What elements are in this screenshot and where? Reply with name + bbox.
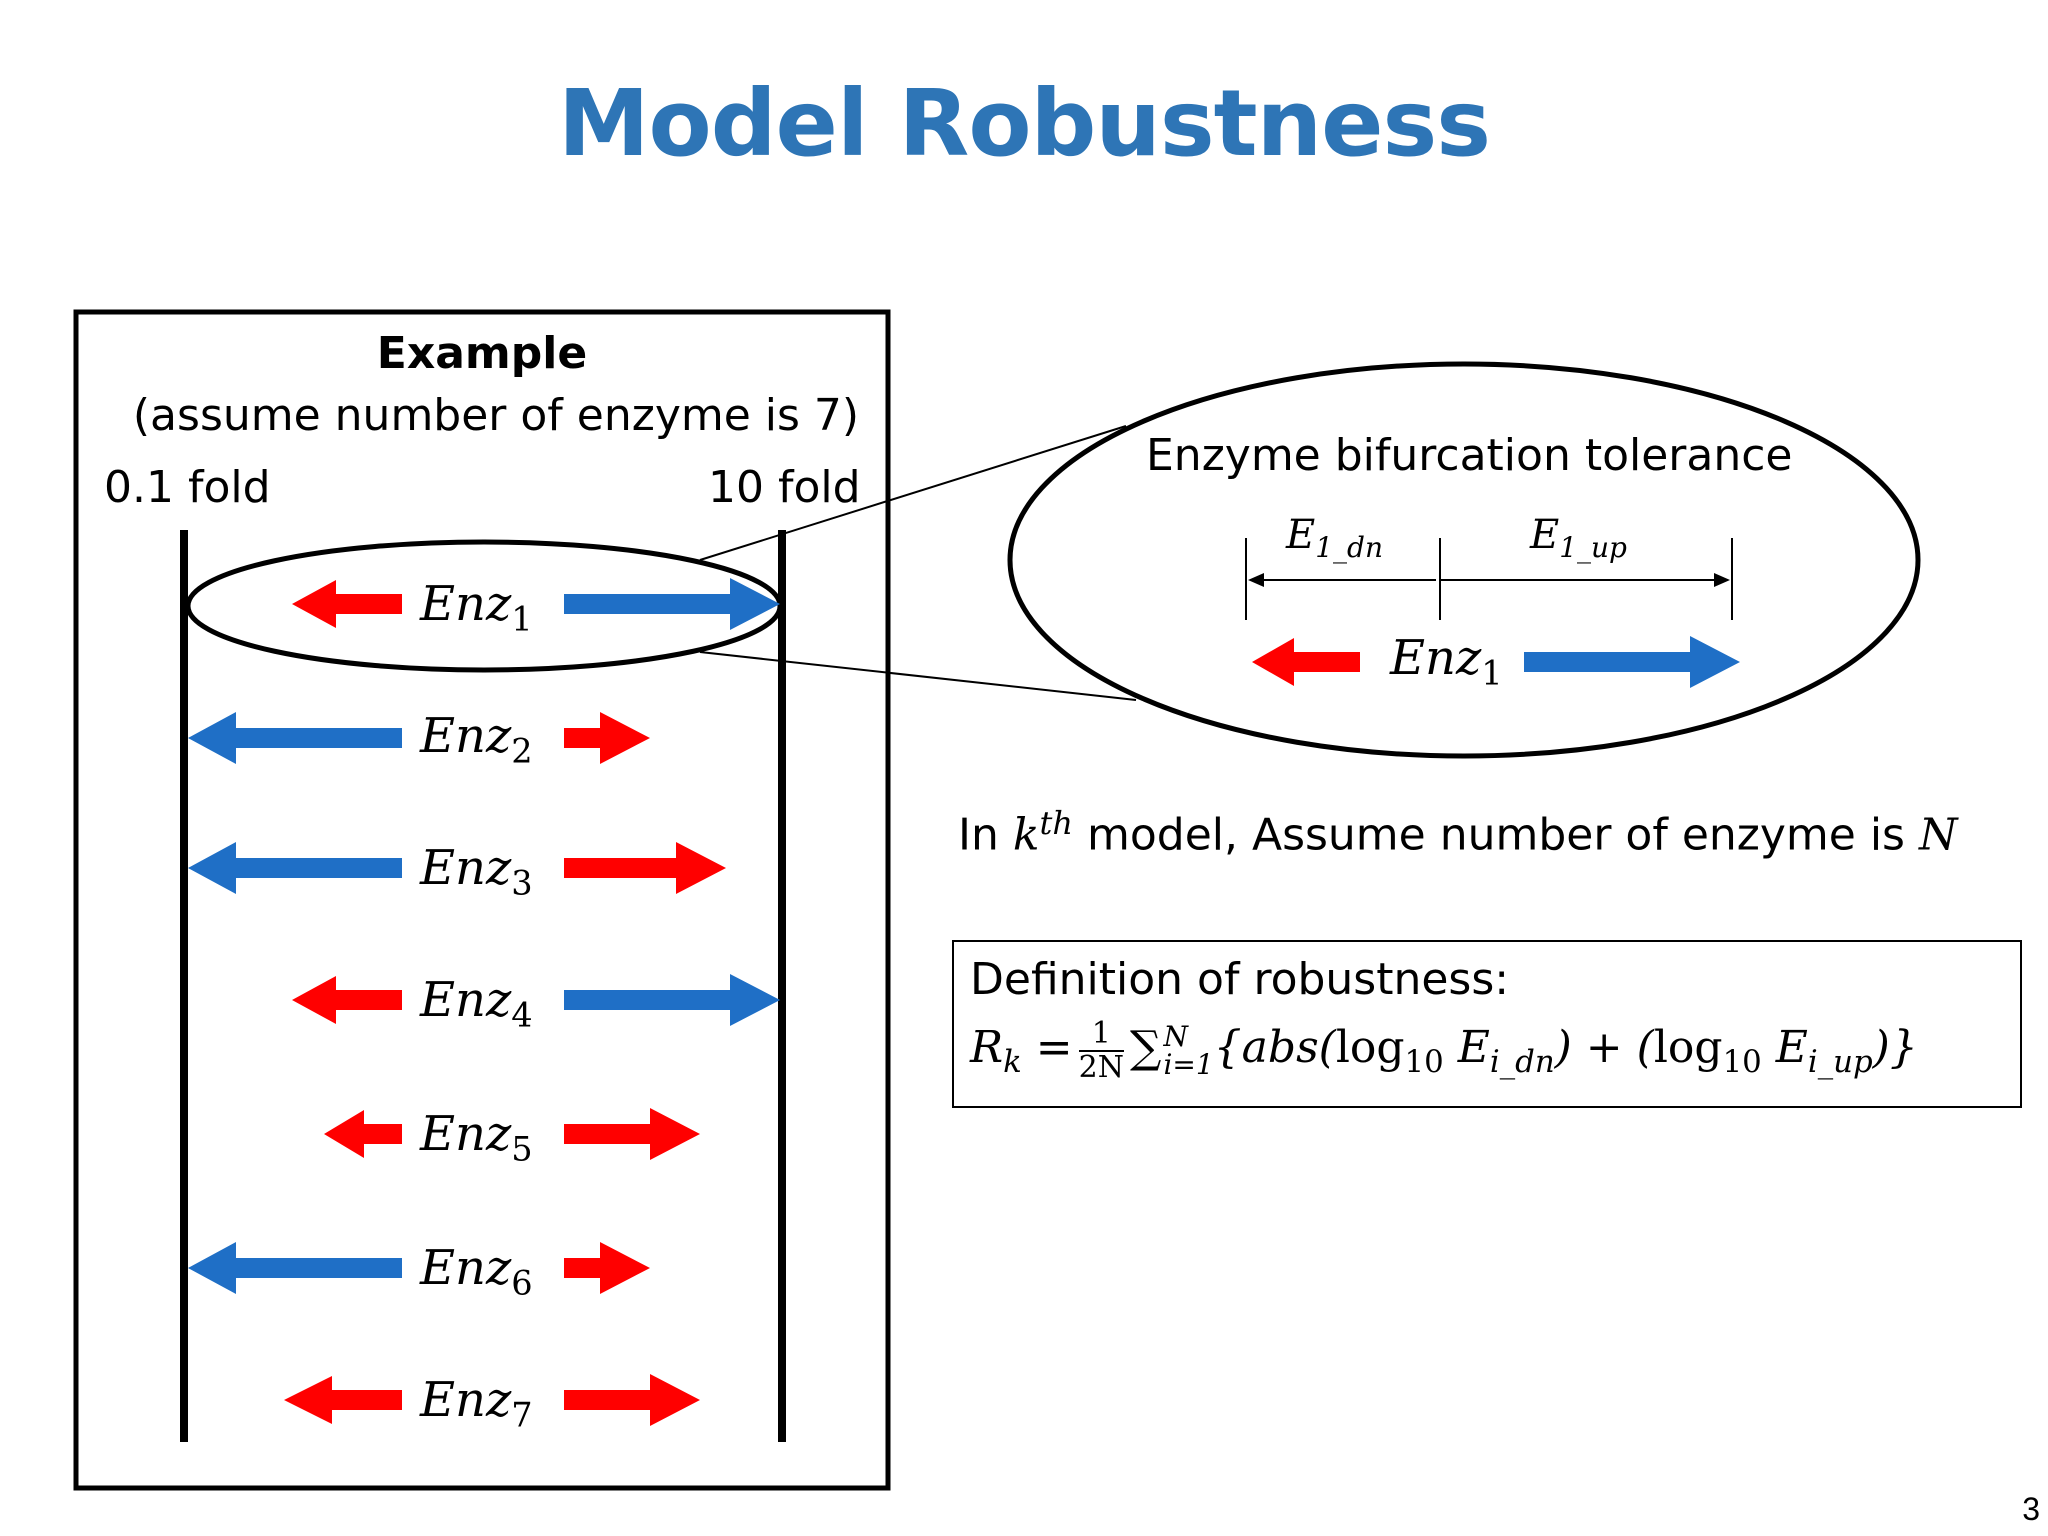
zoom-e-dn-label: E1_dn	[1286, 512, 1383, 564]
enz3-down-arrow	[188, 842, 402, 894]
enz5-down-arrow	[324, 1110, 402, 1158]
example-heading: Example	[376, 328, 588, 379]
right-fold-label: 10 fold	[708, 462, 861, 513]
slide-title: Model Robustness	[557, 70, 1491, 177]
zoom-blue-arrow	[1524, 636, 1740, 688]
enz4-down-arrow	[292, 976, 402, 1024]
enz7-arrows	[284, 1374, 700, 1426]
left-fold-label: 0.1 fold	[104, 462, 271, 513]
enz3-up-arrow	[564, 842, 726, 894]
dim-arrowhead-dn	[1248, 573, 1264, 587]
example-panel-frame	[73, 309, 891, 1491]
enz2-arrows	[188, 712, 650, 764]
enz3-arrows	[188, 842, 726, 894]
enzyme-label-5: Enz5	[420, 1106, 533, 1169]
zoom-red-arrow	[1252, 638, 1360, 686]
definition-heading: Definition of robustness:	[970, 954, 1510, 1005]
dim-arrowhead-up	[1714, 573, 1730, 587]
example-subheading: (assume number of enzyme is 7)	[132, 390, 860, 441]
enz2-up-arrow	[564, 712, 650, 764]
enz2-down-arrow	[188, 712, 402, 764]
enzyme-label-4: Enz4	[420, 972, 533, 1035]
zoom-ellipse	[1007, 361, 1921, 759]
enz7-down-arrow	[284, 1376, 402, 1424]
enzyme-label-6: Enz6	[420, 1240, 533, 1303]
enz6-down-arrow	[188, 1242, 402, 1294]
definition-box	[952, 940, 2022, 1108]
enz1-highlight-ellipse	[185, 539, 783, 673]
enz5-up-arrow	[564, 1108, 700, 1160]
enz7-up-arrow	[564, 1374, 700, 1426]
zoom-connector-bottom	[699, 651, 1137, 701]
enz6-arrows	[188, 1242, 650, 1294]
enz6-up-arrow	[564, 1242, 650, 1294]
enz1-up-arrow	[564, 578, 780, 630]
enz5-arrows	[324, 1108, 700, 1160]
zoom-title: Enzyme bifurcation tolerance	[1146, 430, 1793, 481]
zoom-connector-top	[699, 425, 1127, 561]
page-number: 3	[2022, 1491, 2040, 1527]
model-statement: In kth model, Assume number of enzyme is…	[958, 804, 1958, 861]
enzyme-label-7: Enz7	[420, 1372, 533, 1435]
zoom-e-up-label: E1_up	[1530, 512, 1627, 564]
enz1-down-arrow	[292, 580, 402, 628]
enzyme-label-3: Enz3	[420, 840, 533, 903]
enzyme-label-1: Enz1	[420, 576, 533, 639]
enz4-arrows	[292, 974, 780, 1026]
enz1-arrows	[292, 578, 780, 630]
zoom-enzyme-label: Enz1	[1390, 630, 1503, 693]
enz4-up-arrow	[564, 974, 780, 1026]
enzyme-label-2: Enz2	[420, 708, 533, 771]
